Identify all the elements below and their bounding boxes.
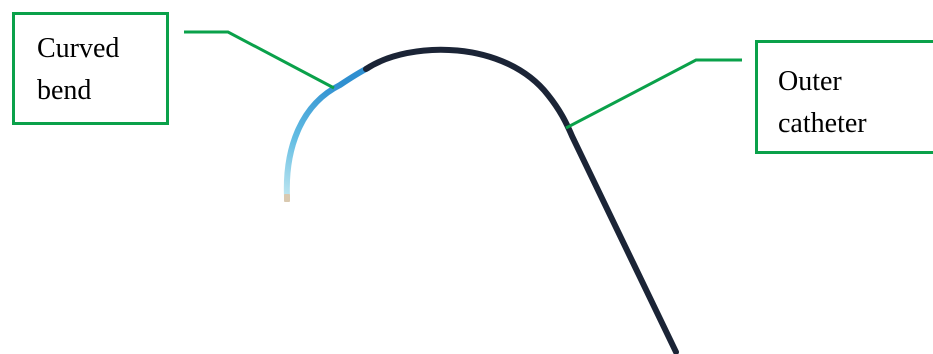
outer-catheter-label-line-2: catheter — [778, 103, 933, 145]
outer-catheter-label-box: Outer catheter — [755, 40, 933, 154]
curved-bend-label-line-1: Curved — [37, 28, 166, 70]
curved-bend-leader-line — [184, 32, 334, 88]
outer-catheter-label-line-1: Outer — [778, 61, 933, 103]
curved-bend-label-box: Curved bend — [12, 12, 169, 125]
outer-catheter-leader-line — [566, 60, 742, 128]
catheter-tip-end — [284, 194, 290, 202]
curved-bend-label-line-2: bend — [37, 70, 166, 112]
catheter-tip-section — [287, 68, 368, 197]
